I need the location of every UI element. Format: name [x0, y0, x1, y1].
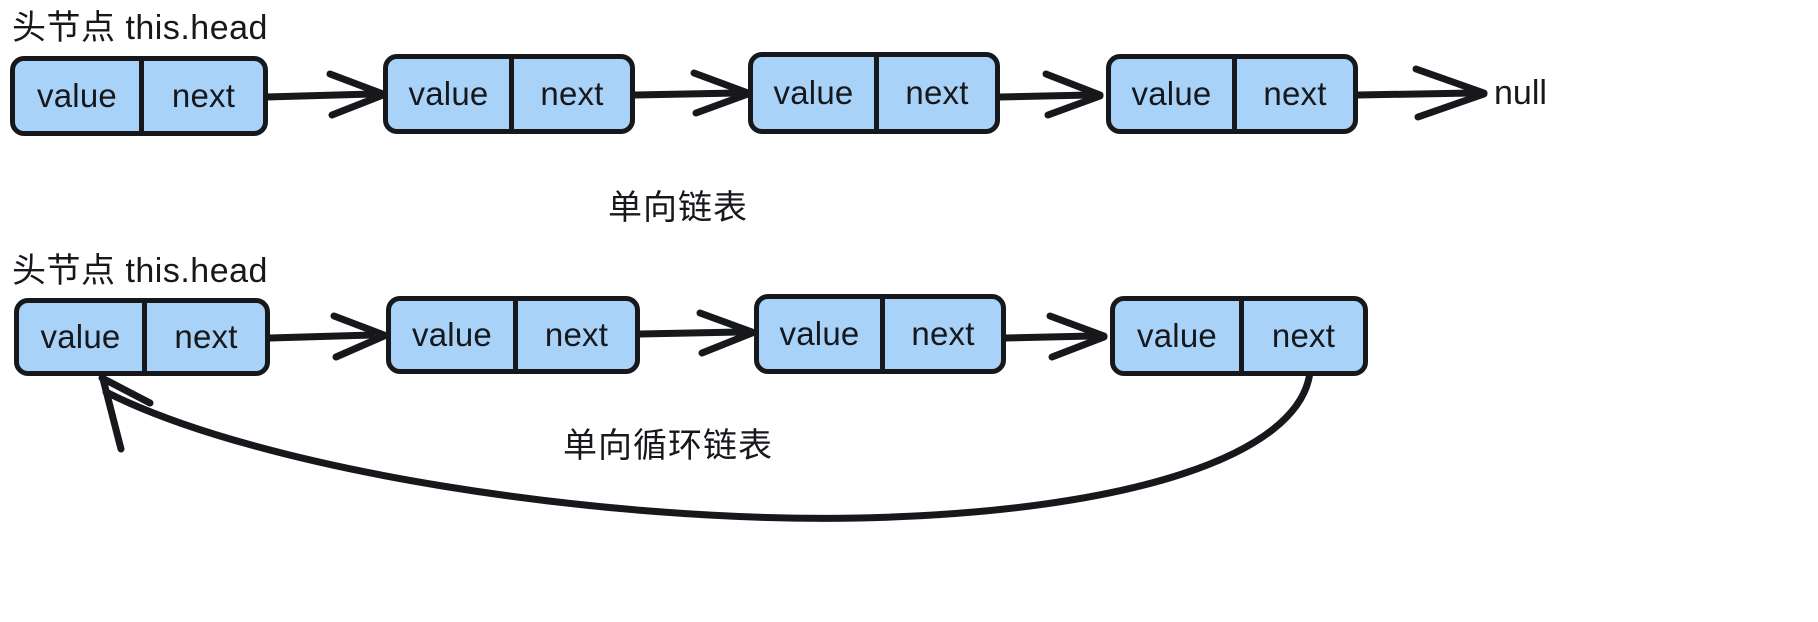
arrow-row1-null — [1354, 65, 1488, 121]
list-node[interactable]: value next — [1110, 296, 1368, 376]
list-node[interactable]: value next — [748, 52, 1000, 134]
arrow-row1-2 — [630, 69, 752, 117]
caption-circular-linked-list: 单向循环链表 — [563, 427, 773, 465]
head-pointer-label-row1: 头节点 this.head — [12, 9, 268, 47]
node-next-cell: next — [513, 301, 635, 369]
node-value-cell: value — [40, 318, 121, 355]
arrow-row2-1 — [266, 312, 388, 361]
node-value-cell: value — [779, 315, 860, 352]
node-next-cell: next — [142, 303, 265, 371]
node-value-cell: value — [412, 316, 492, 353]
arrow-row1-1 — [262, 70, 387, 119]
arrow-row1-3 — [996, 70, 1104, 119]
node-next-cell: next — [509, 59, 630, 129]
node-next-cell: next — [139, 61, 263, 131]
node-next-cell: next — [874, 57, 995, 129]
list-node[interactable]: value next — [754, 294, 1006, 374]
node-value-cell: value — [37, 77, 117, 114]
arrow-row2-2 — [636, 309, 756, 357]
node-value-cell: value — [408, 75, 489, 112]
caption-singly-linked-list: 单向链表 — [608, 189, 748, 227]
node-next-cell: next — [1239, 301, 1363, 371]
list-node[interactable]: value next — [383, 54, 635, 134]
null-terminator-label: null — [1494, 74, 1547, 112]
node-value-cell: value — [1131, 75, 1212, 112]
list-node[interactable]: value next — [1106, 54, 1358, 134]
list-node[interactable]: value next — [10, 56, 268, 136]
arrow-row2-3 — [1002, 312, 1108, 361]
head-pointer-label-row2: 头节点 this.head — [12, 252, 268, 290]
node-value-cell: value — [773, 74, 854, 111]
list-node[interactable]: value next — [14, 298, 270, 376]
node-value-cell: value — [1137, 317, 1217, 354]
node-next-cell: next — [880, 299, 1001, 369]
list-node[interactable]: value next — [386, 296, 640, 374]
node-next-cell: next — [1232, 59, 1353, 129]
